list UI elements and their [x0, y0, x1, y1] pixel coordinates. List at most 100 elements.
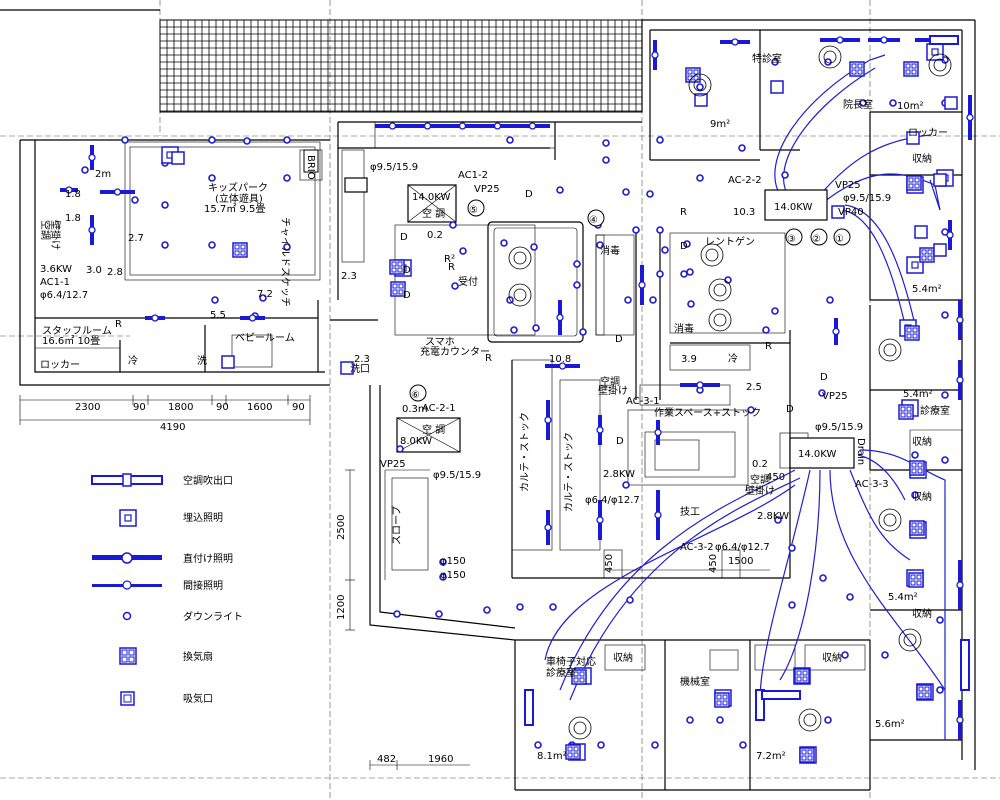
exhaust-fan-cell-icon [391, 267, 397, 273]
downlight-icon [824, 716, 832, 724]
downlight-icon [532, 324, 540, 332]
linear-light-node-icon [966, 113, 974, 122]
downlight-icon [646, 190, 654, 198]
svg-text:1.8: 1.8 [65, 213, 81, 224]
exhaust-fan-cell-icon [905, 69, 911, 75]
supply-vent-icon [761, 690, 801, 700]
downlight-icon [161, 241, 169, 249]
exhaust-fan-cell-icon [914, 177, 920, 183]
wheelchair-label-1: 車椅子対応 [546, 655, 596, 668]
svg-text:3.9: 3.9 [681, 354, 697, 365]
downlight-icon [121, 136, 129, 144]
exhaust-fan-cell-icon [911, 468, 917, 474]
linear-light-node-icon [113, 188, 122, 196]
downlight-icon [396, 445, 404, 453]
linear-light-node-icon [88, 226, 96, 234]
legend-supply-label: 空調吹出口 [183, 474, 233, 487]
svg-text:10m²: 10m² [897, 101, 923, 112]
exhaust-fan-cell-icon [912, 333, 918, 339]
linear-light-node-icon [596, 516, 604, 524]
downlight-icon [556, 186, 564, 194]
ac3-3-name-label: AC-3-3 [855, 479, 889, 490]
staff-room-area-label: 16.6㎡ 10畳 [42, 335, 100, 347]
downlight-icon [459, 247, 467, 255]
legend-supply: 空調吹出口 [91, 473, 233, 487]
dental-chair-seat-icon [883, 343, 897, 357]
dental-chair-seat-icon [513, 251, 527, 265]
dental-chair-icon [508, 246, 532, 270]
ac2-2-vp2-label: VP40 [838, 207, 864, 218]
linear-light-node-icon [654, 511, 662, 519]
dental-chair-icon [708, 278, 732, 302]
storage-label-4: 収納 [912, 607, 932, 620]
downlight-icon [936, 686, 944, 694]
exhaust-fan-cell-icon [693, 75, 699, 81]
svg-text:③: ③ [787, 234, 796, 245]
exhaust-fan-cell-icon [908, 183, 914, 189]
svg-text:R: R [485, 353, 492, 364]
intake-vent-icon [944, 96, 958, 110]
exhaust-fan-cell-icon [240, 244, 246, 250]
refrigerator-label: 冷 [128, 354, 138, 367]
downlight-icon [846, 593, 854, 601]
ac1-2-unit: 14.0KW 空 調 [407, 184, 457, 223]
downlight-icon [439, 573, 447, 581]
downlight-icon [716, 716, 724, 724]
exhaust-fan-cell-icon [916, 574, 922, 580]
ac2-1-name-label: AC-2-1 [422, 403, 456, 414]
exhaust-fan-cell-icon [917, 528, 923, 534]
reception-label: 受付 [458, 275, 478, 288]
linear-light-node-icon [832, 327, 840, 336]
svg-text:10.3: 10.3 [733, 207, 755, 218]
storage-label-5: 収納 [613, 651, 633, 664]
ac3-3-power: 14.0KW [798, 449, 836, 460]
downlight-icon [824, 58, 832, 66]
marker-4: ④ [587, 209, 605, 227]
downlight-icon [579, 328, 587, 336]
ac3-1-name-label: AC-3-1 [626, 396, 660, 407]
exhaust-fan-cell-icon [397, 261, 403, 267]
downlight-icon [941, 391, 949, 399]
downlight-icon [911, 451, 919, 459]
exhaust-fan-cell-icon [906, 333, 912, 339]
brio-label: BRIO [305, 155, 316, 180]
dental-chair-icon [708, 308, 732, 332]
exhaust-fan-cell-icon [801, 755, 807, 761]
linear-light-node-icon [836, 36, 844, 44]
ac3-3-unit: 14.0KW [789, 437, 855, 469]
ac1-1-label: AC1-1 [40, 277, 70, 288]
linear-light-node-icon [956, 376, 964, 384]
ac3-2-note1-label: 空調 [750, 473, 770, 486]
linear-light-node-icon [423, 122, 432, 130]
exhaust-fan-cell-icon [807, 755, 813, 761]
linear-light-node-icon [558, 362, 567, 370]
ac2-2-name-label: AC-2-2 [728, 175, 762, 186]
dim-482: 482 [377, 754, 396, 765]
washroom-label: 洗口 [350, 363, 370, 375]
dim-450-3: 450 [766, 472, 785, 483]
kids-park-area-label: 15.7㎡ 9.5畳 [204, 203, 265, 215]
exhaust-fan-cell-icon [910, 580, 916, 586]
downlight-icon [696, 83, 704, 91]
dental-chair-icon [688, 73, 712, 97]
downlight-icon [530, 243, 538, 251]
linear-light-node-icon [528, 122, 537, 130]
work-space-label: 作業スペース+ストック [654, 406, 761, 419]
svg-text:R: R [115, 319, 122, 330]
refrigerant-ducts [544, 54, 946, 740]
ac1-1-power-label: 3.6KW [40, 264, 72, 275]
supply-vent-icon [960, 639, 970, 691]
washer-label: 洗 [197, 355, 207, 367]
dental-chair-icon [928, 53, 952, 77]
dim-1960: 1960 [428, 754, 453, 765]
downlight-icon [449, 221, 457, 229]
svg-text:5.5: 5.5 [210, 310, 226, 321]
downlight-icon [774, 516, 782, 524]
outer-walls [0, 9, 976, 791]
downlight-icon [573, 260, 581, 268]
exhaust-fan-cell-icon [851, 69, 857, 75]
downlight-icon [739, 741, 747, 749]
exhaust-fan-cell-icon [398, 283, 404, 289]
exhaust-fan-cell-icon [857, 63, 863, 69]
svg-text:⑤: ⑤ [469, 205, 478, 216]
